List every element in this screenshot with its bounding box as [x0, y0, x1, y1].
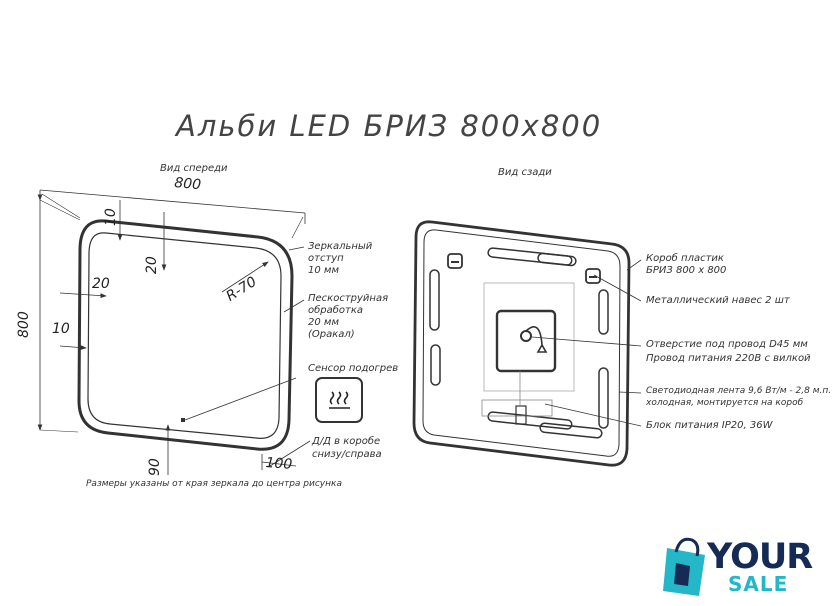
- back-label-psu: Блок питания IP20, 36W: [646, 420, 773, 431]
- back-view: [412, 220, 642, 467]
- front-height-dimension: 800: [16, 311, 32, 338]
- box-note-2: снизу/справа: [312, 449, 382, 460]
- back-view-label: Вид сзади: [498, 167, 552, 178]
- front-view-label: Вид спереди: [160, 163, 228, 174]
- logo-word-sale: SALE: [728, 572, 789, 596]
- back-label-led-2: холодная, монтируется на короб: [646, 398, 804, 408]
- sensor-icon-box: [315, 377, 363, 423]
- sandblast-note-4: (Оракал): [308, 329, 355, 340]
- side-offset-20-dimension: 20: [92, 276, 110, 292]
- mirror-offset-note-1: Зеркальный: [308, 241, 373, 252]
- sandblast-note-3: 20 мм: [308, 317, 339, 328]
- back-label-hole: Отверстие под провод D45 мм: [646, 339, 808, 350]
- back-label-box-2: БРИЗ 800 х 800: [646, 265, 727, 276]
- front-width-dimension: 800: [173, 175, 202, 194]
- side-offset-10-dimension: 10: [52, 321, 70, 337]
- mirror-offset-note-2: отступ: [308, 253, 344, 264]
- sandblast-note-1: Пескоструйная: [308, 293, 389, 304]
- heat-sensor-icon: [329, 391, 350, 409]
- front-view: [37, 189, 311, 475]
- logo-word-your: YOUR: [707, 537, 813, 577]
- sensor-note: Сенсор подогрев: [308, 363, 399, 374]
- back-label-box-1: Короб пластик: [646, 253, 724, 264]
- back-label-cable: Провод питания 220В с вилкой: [646, 353, 811, 364]
- drawing-title: Альби LED БРИЗ 800х800: [176, 109, 603, 143]
- dimension-footnote: Размеры указаны от края зеркала до центр…: [86, 479, 342, 489]
- sandblast-note-2: обработка: [308, 305, 364, 316]
- back-label-hanger: Металлический навес 2 шт: [646, 295, 790, 306]
- hanger-left: [447, 253, 463, 269]
- hanger-right: [585, 268, 601, 284]
- shopping-bag-icon: [663, 537, 705, 596]
- bottom-90-dimension: 90: [147, 458, 163, 476]
- back-label-led-1: Светодиодная лента 9,6 Вт/м - 2,8 м.п.: [646, 386, 832, 396]
- top-offset-dimension: 10: [103, 208, 119, 226]
- box-note-1: Д/Д в коробе: [312, 436, 381, 447]
- inner-offset-dimension: 20: [144, 256, 160, 274]
- mirror-offset-note-3: 10 мм: [308, 265, 339, 276]
- bottom-100-dimension: 100: [264, 455, 293, 473]
